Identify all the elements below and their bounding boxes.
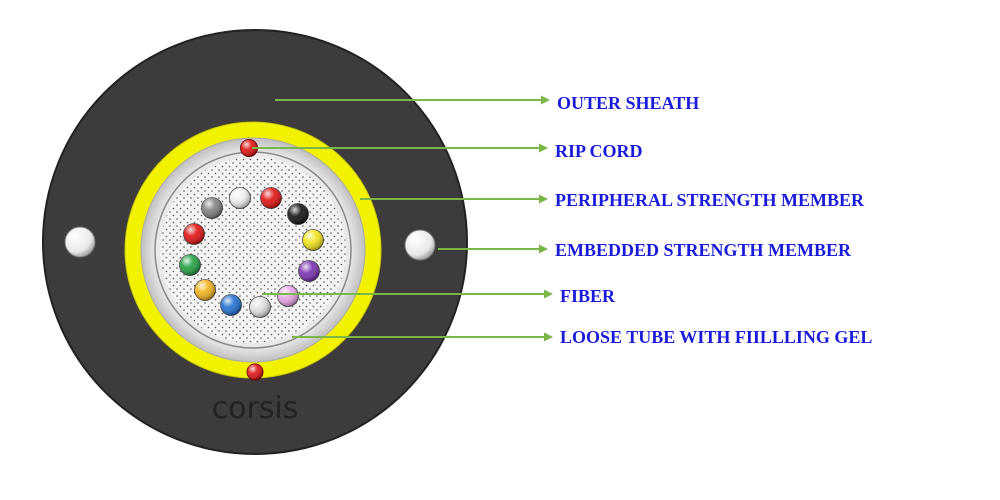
fiber-10 — [179, 254, 201, 276]
fiber-11 — [183, 223, 205, 245]
label-peripheral-strength-member: PERIPHERAL STRENGTH MEMBER — [555, 190, 865, 210]
label-outer-sheath: OUTER SHEATH — [557, 93, 699, 113]
arrowhead-embedded-strength-member — [539, 244, 548, 254]
fiber-9 — [194, 279, 216, 301]
arrowhead-peripheral-strength-member — [539, 194, 548, 204]
fiber-3 — [287, 203, 309, 225]
fiber-6 — [277, 285, 299, 307]
embedded-strength-member-right — [404, 229, 436, 261]
rip-cord-bottom — [246, 363, 264, 381]
embedded-strength-member-left — [64, 226, 96, 258]
leader-lines — [252, 95, 553, 342]
fiber-1 — [229, 187, 251, 209]
label-rip-cord: RIP CORD — [555, 141, 643, 161]
fiber-2 — [260, 187, 282, 209]
arrowhead-fiber — [544, 289, 553, 299]
label-loose-tube: LOOSE TUBE WITH FIILLLING GEL — [560, 327, 872, 347]
arrowhead-outer-sheath — [541, 95, 550, 105]
brand-logo: corsis — [212, 391, 299, 426]
fiber-12 — [201, 197, 223, 219]
rip-cord-top — [240, 139, 258, 157]
label-embedded-strength-member: EMBEDDED STRENGTH MEMBER — [555, 240, 852, 260]
fiber-4 — [302, 229, 324, 251]
label-fiber: FIBER — [560, 286, 616, 306]
arrowhead-rip-cord — [539, 143, 548, 153]
fiber-8 — [220, 294, 242, 316]
fiber-5 — [298, 260, 320, 282]
fiber-7 — [249, 296, 271, 318]
arrowhead-loose-tube — [544, 332, 553, 342]
fiber-bundle — [179, 187, 324, 318]
